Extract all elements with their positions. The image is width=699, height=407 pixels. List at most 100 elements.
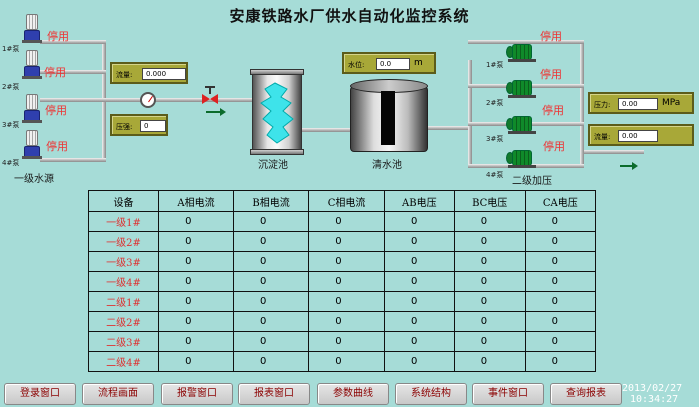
secondary-label: 二级加压 <box>512 176 552 187</box>
table-header: AB电压 <box>383 190 455 212</box>
value-cell: 0 <box>233 291 310 312</box>
value-cell: 0 <box>383 211 455 232</box>
valve-icon[interactable] <box>202 86 218 105</box>
pump-icon[interactable] <box>22 50 42 79</box>
value-cell: 0 <box>308 271 385 292</box>
level-window <box>381 91 395 145</box>
outlet-flow-value: 0.00 <box>618 130 658 142</box>
pump-label: 2#泵 <box>486 99 504 107</box>
nav-parameter-curve[interactable]: 参数曲线 <box>317 383 389 405</box>
pump-status: 停用 <box>543 140 565 153</box>
table-header: C相电流 <box>308 190 385 212</box>
value-cell: 0 <box>158 231 235 252</box>
value-cell: 0 <box>233 211 310 232</box>
value-cell: 0 <box>233 251 310 272</box>
level-unit: m <box>414 58 423 68</box>
flow-arrow-icon <box>206 111 222 113</box>
table-header: 设备 <box>87 190 160 212</box>
value-cell: 0 <box>383 291 455 312</box>
value-cell: 0 <box>383 311 455 332</box>
clock-date: 2013/02/27 <box>622 383 683 394</box>
outlet-pipe <box>584 150 644 154</box>
value-cell: 0 <box>524 351 597 372</box>
flow-label: 流量: <box>116 71 133 79</box>
pump-label: 2#泵 <box>2 83 20 91</box>
table-header: B相电流 <box>233 190 310 212</box>
value-cell: 0 <box>453 291 526 312</box>
nav-report-window[interactable]: 报表窗口 <box>238 383 310 405</box>
outlet-pressure-unit: MPa <box>662 98 681 108</box>
nav-alarm-window[interactable]: 报警窗口 <box>161 383 233 405</box>
value-cell: 0 <box>308 251 385 272</box>
flow-arrow-head-icon <box>220 108 226 116</box>
device-cell: 一级3# <box>87 251 160 272</box>
device-cell: 二级3# <box>87 331 160 352</box>
outlet-arrow-head-icon <box>632 162 638 170</box>
value-cell: 0 <box>233 271 310 292</box>
sedimentation-tank[interactable] <box>250 69 304 155</box>
level-panel: 水位: 0.0 m <box>342 52 436 74</box>
main-pipe <box>102 98 254 102</box>
value-cell: 0 <box>233 311 310 332</box>
nav-login-window[interactable]: 登录窗口 <box>4 383 76 405</box>
value-cell: 0 <box>158 271 235 292</box>
value-cell: 0 <box>158 351 235 372</box>
primary-source-label: 一级水源 <box>14 174 54 185</box>
value-cell: 0 <box>158 251 235 272</box>
value-cell: 0 <box>453 211 526 232</box>
nav-process-screen[interactable]: 流程画面 <box>82 383 154 405</box>
device-cell: 二级1# <box>87 291 160 312</box>
value-cell: 0 <box>308 311 385 332</box>
value-cell: 0 <box>158 311 235 332</box>
value-cell: 0 <box>524 311 597 332</box>
pump-icon[interactable] <box>506 150 536 168</box>
value-cell: 0 <box>308 291 385 312</box>
device-cell: 一级2# <box>87 231 160 252</box>
level-label: 水位: <box>348 61 365 69</box>
value-cell: 0 <box>308 211 385 232</box>
nav-system-structure[interactable]: 系统结构 <box>395 383 467 405</box>
value-cell: 0 <box>524 271 597 292</box>
value-cell: 0 <box>308 231 385 252</box>
value-cell: 0 <box>383 231 455 252</box>
pump-label: 4#泵 <box>486 171 504 179</box>
value-cell: 0 <box>233 331 310 352</box>
value-cell: 0 <box>158 331 235 352</box>
pump-icon[interactable] <box>506 80 536 98</box>
device-cell: 一级1# <box>87 211 160 232</box>
value-cell: 0 <box>158 211 235 232</box>
pipe <box>40 158 106 162</box>
flow-panel: 流量: 0.000 <box>110 62 188 84</box>
pump-icon[interactable] <box>22 14 42 43</box>
value-cell: 0 <box>453 351 526 372</box>
nav-query-report[interactable]: 查询报表 <box>550 383 622 405</box>
nav-event-window[interactable]: 事件窗口 <box>472 383 544 405</box>
water-icon <box>260 82 294 144</box>
clear-water-label: 清水池 <box>372 160 402 171</box>
clear-water-tank[interactable] <box>350 79 428 152</box>
pump-label: 1#泵 <box>2 45 20 53</box>
pump-icon[interactable] <box>22 94 42 123</box>
outlet-pressure-label: 压力: <box>594 101 611 109</box>
pump-icon[interactable] <box>506 116 536 134</box>
sedimentation-label: 沉淀池 <box>258 160 288 171</box>
device-cell: 二级2# <box>87 311 160 332</box>
value-cell: 0 <box>453 271 526 292</box>
outlet-pressure-panel: 压力: 0.00 MPa <box>588 92 694 114</box>
pump-status: 停用 <box>540 68 562 81</box>
pressure-gauge-icon <box>140 92 156 108</box>
pipe <box>302 128 352 132</box>
pump-icon[interactable] <box>506 44 536 62</box>
outlet-arrow-icon <box>620 165 634 167</box>
pipe <box>428 126 472 130</box>
value-cell: 0 <box>524 291 597 312</box>
pump-icon[interactable] <box>22 130 42 159</box>
outlet-pressure-value: 0.00 <box>618 98 658 110</box>
value-cell: 0 <box>383 331 455 352</box>
